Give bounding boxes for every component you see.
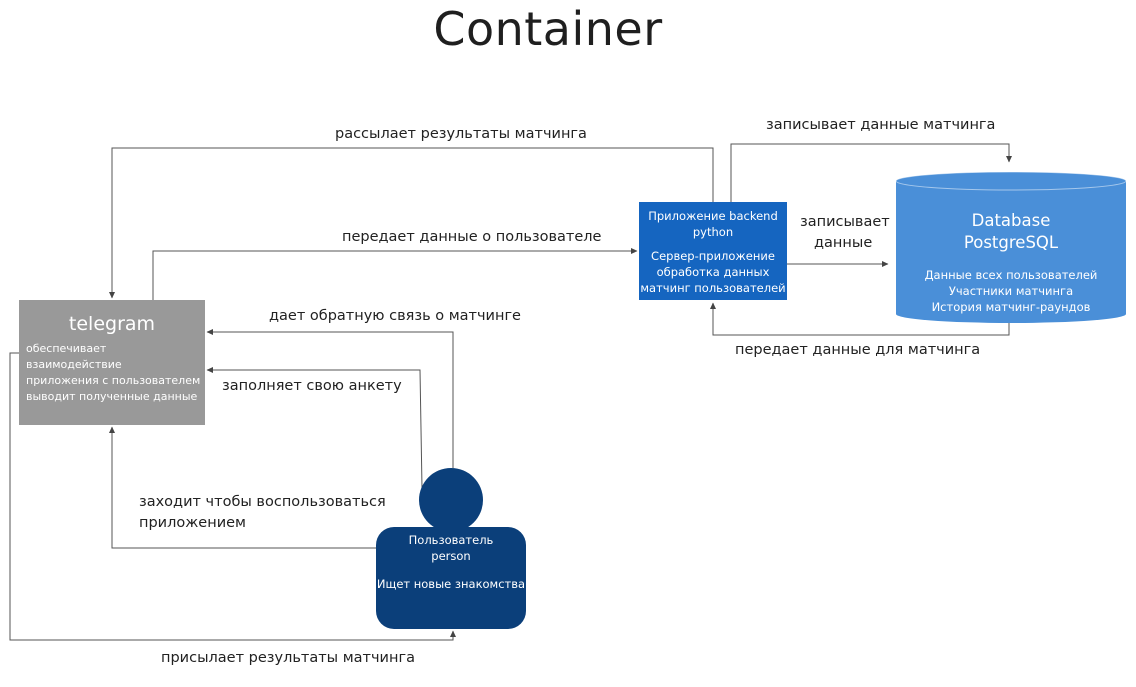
telegram-node: telegram обеспечивает взаимодействие при…	[19, 300, 205, 425]
edge-enters-app	[109, 426, 376, 549]
label-gives-feedback: дает обратную связь о матчинге	[269, 308, 521, 324]
telegram-desc-line: выводит полученные данные	[26, 390, 198, 403]
backend-desc-line: Сервер-приложение	[651, 249, 775, 263]
label-enters-app-line2: приложением	[139, 515, 246, 531]
label-passes-user-data: передает данные о пользователе	[342, 229, 602, 245]
edge-passes-user-data	[152, 248, 638, 300]
label-broadcast-results: рассылает результаты матчинга	[335, 126, 587, 142]
telegram-description: обеспечивает взаимодействие приложения с…	[19, 335, 205, 405]
person-name-line: person	[431, 549, 471, 563]
edge-sends-results	[9, 352, 456, 641]
label-writes-data: записывает данные	[800, 212, 890, 254]
label-writes-data-line2: данные	[814, 235, 873, 251]
backend-node: Приложение backend python Сервер-приложе…	[639, 202, 787, 300]
backend-name-line: Приложение backend	[648, 209, 778, 223]
backend-name-line: python	[692, 225, 734, 239]
database-name-line: PostgreSQL	[963, 233, 1059, 252]
edge-broadcast-results	[109, 147, 714, 299]
backend-desc-line: матчинг пользователей	[640, 281, 786, 295]
database-desc-line: Данные всех пользователей	[924, 268, 1098, 282]
edge-writes-matching-data	[730, 143, 1012, 202]
database-desc-line: Участники матчинга	[948, 284, 1074, 298]
label-sends-results: присылает результаты матчинга	[161, 650, 415, 666]
database-name: Database PostgreSQL	[896, 210, 1126, 254]
person-name-line: Пользователь	[408, 533, 494, 547]
edge-gives-feedback	[206, 329, 454, 468]
database-cylinder	[895, 171, 1127, 323]
database-name-line: Database	[971, 211, 1051, 230]
edge-fills-profile	[206, 367, 423, 489]
label-enters-app-line1: заходит чтобы воспользоваться	[139, 494, 386, 510]
telegram-name: telegram	[68, 313, 156, 335]
label-fills-profile: заполняет свою анкету	[222, 378, 402, 394]
telegram-desc-line: обеспечивает взаимодействие	[26, 342, 122, 371]
label-passes-matching-data: передает данные для матчинга	[735, 342, 981, 358]
database-desc-line: История матчинг-раундов	[931, 300, 1091, 314]
database-description: Данные всех пользователей Участники матч…	[896, 267, 1126, 315]
person-figure	[376, 468, 526, 629]
label-enters-app: заходит чтобы воспользоваться приложение…	[139, 492, 386, 534]
person-description: Ищет новые знакомства	[376, 577, 526, 591]
diagram-title: Container	[433, 2, 663, 56]
backend-desc-line: обработка данных	[656, 265, 770, 279]
label-writes-matching-data: записывает данные матчинга	[766, 117, 996, 133]
telegram-desc-line: приложения с пользователем	[26, 374, 201, 387]
person-node-text: Пользователь person Ищет новые знакомств…	[376, 532, 526, 592]
edge-passes-matching-data	[710, 302, 1010, 336]
label-writes-data-line1: записывает	[800, 214, 890, 230]
